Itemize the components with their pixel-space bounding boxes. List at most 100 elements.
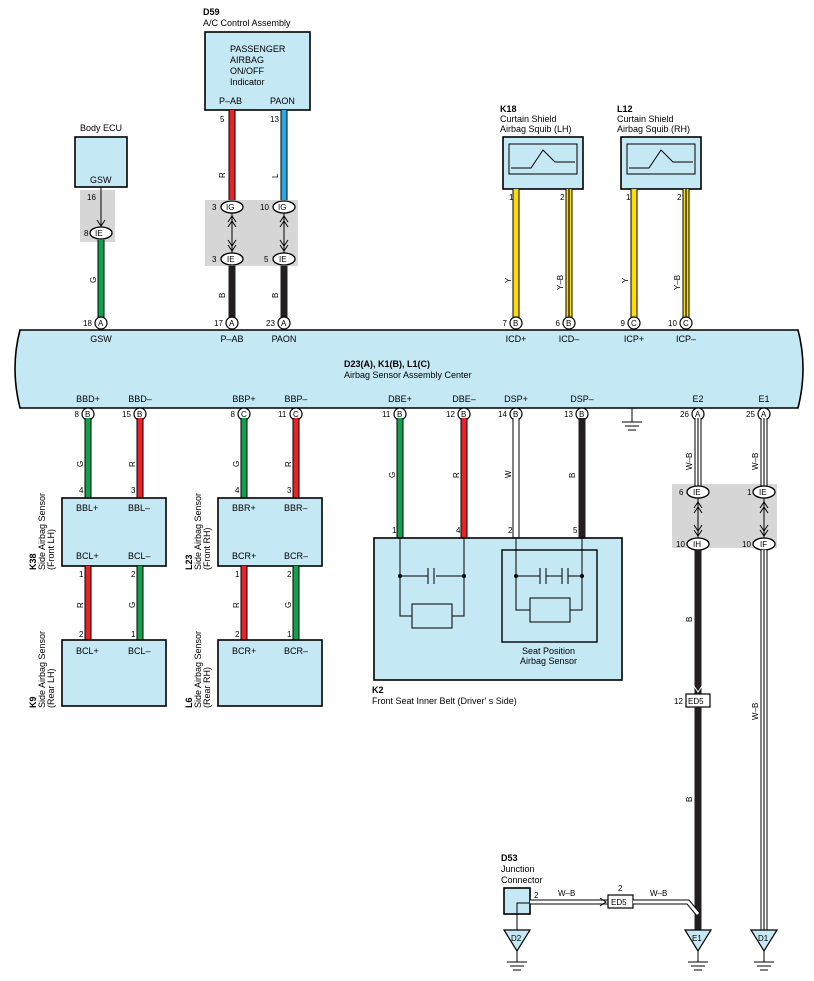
ed5-arrow-in (693, 685, 703, 693)
d59-label-3: Indicator (230, 77, 265, 87)
k9-box[interactable] (61, 639, 167, 707)
center-bottom-pin-num-2: 8 (231, 410, 236, 419)
k38-box[interactable] (61, 497, 167, 567)
center-top-pin-conn-1: A (229, 319, 235, 328)
center-top-pin-conn-2: A (281, 319, 287, 328)
center-bottom-pin-num-5: 12 (446, 410, 455, 419)
connector-ig-3[interactable] (220, 200, 244, 214)
wire-dbe-p-color: G (388, 472, 397, 478)
center-top-pin-label-0: GSW (90, 334, 112, 344)
connector-ih-10-label: IH (693, 540, 701, 549)
pin-l6-2: 2 (235, 630, 240, 639)
wire-k38-k9-r-color: G (128, 602, 137, 608)
ground-e1-label: E1 (692, 934, 702, 943)
k18-box[interactable] (502, 136, 584, 190)
pin-d53-2: 2 (534, 891, 539, 900)
center-top-pin-label-2: PAON (272, 334, 297, 344)
connector-ie-5[interactable] (272, 252, 296, 266)
pin-ig-10: 10 (260, 203, 269, 212)
l6-code: L6 (184, 697, 194, 708)
center-top-pin-num-2: 23 (266, 319, 275, 328)
k2-inner-0: Seat Position (522, 646, 575, 656)
l23-pin-0: BBR+ (232, 503, 256, 513)
pin-l12-2: 2 (677, 193, 682, 202)
wire-k18-1-color: Y (504, 277, 513, 283)
l12-code: L12 (617, 104, 633, 114)
wire-paon-top-color: L (271, 173, 280, 178)
k9-name-0: Side Airbag Sensor (37, 631, 47, 708)
center-top-pin-terminal-5[interactable] (627, 316, 641, 330)
connector-ig-10[interactable] (272, 200, 296, 214)
connector-ie-8[interactable] (89, 226, 113, 240)
d53-name-0: Junction (501, 864, 535, 874)
l6-box[interactable] (217, 639, 323, 707)
center-bottom-pin-conn-5: B (461, 410, 466, 419)
center-top-pin-label-5: ICP+ (624, 334, 644, 344)
d59-pin-pab: P–AB (219, 96, 242, 106)
pin-k18-2: 2 (560, 193, 565, 202)
ground-d1 (749, 929, 779, 971)
ground-d2 (502, 929, 532, 971)
k18-name-0: Curtain Shield (500, 114, 557, 124)
pin-k18-1: 1 (509, 193, 514, 202)
pin-k38-4: 4 (79, 486, 84, 495)
k18-name-1: Airbag Squib (LH) (500, 124, 572, 134)
center-top-pin-terminal-1[interactable] (225, 316, 239, 330)
center-top-pin-num-0: 18 (83, 319, 92, 328)
wire-dsp-m-color: B (568, 473, 577, 478)
pin-ig-3: 3 (212, 203, 217, 212)
d59-code: D59 (203, 7, 220, 17)
center-top-pin-terminal-6[interactable] (679, 316, 693, 330)
wire-k38-k9-l-color: R (76, 602, 85, 608)
pin-l23-1: 1 (235, 570, 240, 579)
center-bottom-pin-conn-9: A (761, 410, 767, 419)
k2-junction-4 (580, 574, 584, 578)
l23-box[interactable] (217, 497, 323, 567)
k2-junction-2 (462, 574, 466, 578)
connector-ed5-12-label: ED5 (688, 697, 704, 706)
wire-e2-color: W–B (685, 453, 694, 470)
center-bottom-pin-conn-2: C (241, 410, 247, 419)
wire-k18-2-color: Y–B (556, 275, 565, 290)
center-top-pin-terminal-0[interactable] (94, 316, 108, 330)
center-top-pin-num-3: 7 (503, 319, 508, 328)
ground-d2-label: D2 (511, 934, 522, 943)
center-top-pin-label-1: P–AB (220, 334, 243, 344)
wire-gsw-color: G (89, 277, 98, 283)
center-top-pin-terminal-3[interactable] (509, 316, 523, 330)
l6-pin-1: BCR– (284, 646, 308, 656)
center-top-pin-label-3: ICD+ (506, 334, 527, 344)
center-top-pin-terminal-2[interactable] (277, 316, 291, 330)
wire-l23-l6-r-color: G (284, 602, 293, 608)
center-assembly-box[interactable] (14, 329, 804, 409)
center-top-pin-terminal-4[interactable] (562, 316, 576, 330)
center-bottom-pin-conn-1: B (137, 410, 142, 419)
connector-ie-3[interactable] (220, 252, 244, 266)
d59-box[interactable] (204, 31, 311, 111)
center-bottom-pin-conn-8: A (695, 410, 701, 419)
pin-l6-1: 1 (287, 630, 292, 639)
wire-l12-2-color: Y–B (673, 275, 682, 290)
l12-box[interactable] (620, 136, 702, 190)
l12-squib-frame (626, 143, 696, 175)
center-top-pin-num-6: 10 (668, 319, 677, 328)
center-top-pin-conn-0: A (98, 319, 104, 328)
k2-box[interactable] (373, 537, 623, 681)
wire-ed5-h-color: W–B (650, 889, 667, 898)
center-top-pin-num-5: 9 (621, 319, 626, 328)
center-bottom-pin-num-9: 25 (746, 410, 755, 419)
l23-name-0: Side Airbag Sensor (193, 493, 203, 570)
center-top-pin-num-1: 17 (214, 319, 223, 328)
center-bottom-pin-label-4: DBE+ (388, 394, 412, 404)
pin-ie-8: 8 (84, 229, 89, 238)
pin-d59-13: 13 (270, 115, 279, 124)
k38-pin-2: BCL+ (76, 551, 99, 561)
l6-pin-0: BCR+ (232, 646, 256, 656)
k9-code: K9 (28, 696, 38, 708)
center-bottom-pin-label-6: DSP+ (504, 394, 528, 404)
pin-k9-1: 1 (131, 630, 136, 639)
pin-k2-2: 2 (508, 526, 513, 535)
k9-pin-0: BCL+ (76, 646, 99, 656)
pin-ed5-2: 2 (618, 884, 623, 893)
